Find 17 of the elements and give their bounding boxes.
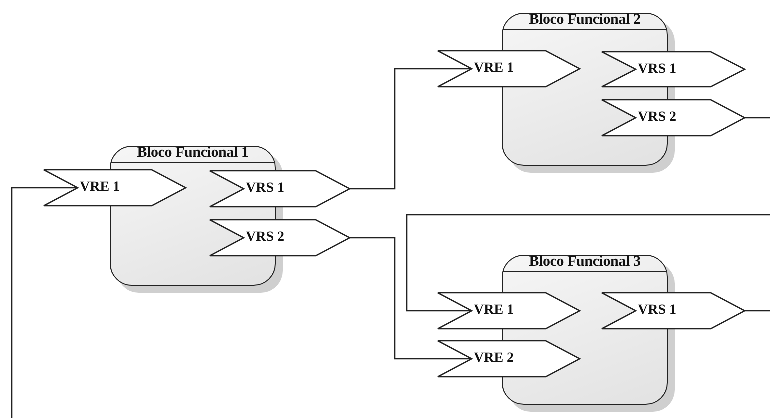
signal-port: VRS 2 <box>210 220 350 256</box>
signal-port: VRS 1 <box>602 293 745 329</box>
signal-port: VRE 1 <box>438 51 580 87</box>
connector-line <box>11 187 78 418</box>
signal-port: VRS 1 <box>602 52 745 87</box>
connector-line <box>350 237 472 360</box>
connector-line <box>745 117 770 119</box>
signal-port: VRS 2 <box>602 100 745 136</box>
connector-line <box>745 310 770 312</box>
signal-port: VRE 1 <box>44 170 186 206</box>
connector-line <box>350 68 472 190</box>
block-title: Bloco Funcional 2 <box>503 14 667 30</box>
signal-port: VRE 2 <box>438 341 580 377</box>
signal-port: VRS 1 <box>210 171 350 207</box>
signal-port: VRE 1 <box>438 293 580 329</box>
block-title: Bloco Funcional 3 <box>503 256 667 272</box>
block-title: Bloco Funcional 1 <box>111 147 275 163</box>
